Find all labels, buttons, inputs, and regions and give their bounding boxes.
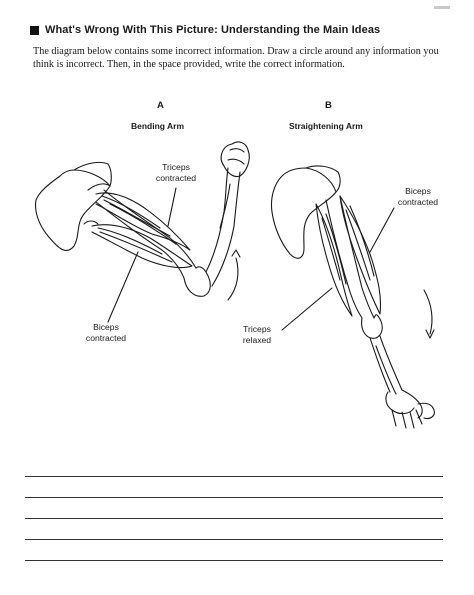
label-triceps-contracted: Triceps contracted <box>155 162 197 183</box>
section-title: What's Wrong With This Picture: Understa… <box>45 24 381 36</box>
panel-b-letter: B <box>325 100 332 111</box>
answer-line[interactable] <box>25 518 443 519</box>
bending-arm-illustration <box>34 141 250 301</box>
straightening-arm-illustration <box>270 165 435 429</box>
answer-line[interactable] <box>25 539 443 540</box>
section-header: What's Wrong With This Picture: Understa… <box>30 24 380 36</box>
triceps-leader-line <box>167 187 177 227</box>
panel-a-letter: A <box>157 100 164 111</box>
scan-mark <box>434 6 450 9</box>
instructions-text: The diagram below contains some incorrec… <box>33 46 439 70</box>
square-bullet-icon <box>30 25 39 35</box>
triceps-b-leader-line <box>281 287 333 331</box>
label-biceps-contracted-b: Biceps contracted <box>397 186 439 207</box>
answer-line[interactable] <box>25 497 443 498</box>
label-triceps-relaxed: Triceps relaxed <box>242 324 272 345</box>
answer-line[interactable] <box>25 560 443 561</box>
biceps-leader-line <box>107 251 139 323</box>
panel-b-title: Straightening Arm <box>289 121 363 131</box>
answer-line[interactable] <box>25 476 443 477</box>
label-biceps-contracted: Biceps contracted <box>85 322 127 343</box>
biceps-b-leader-line <box>369 207 395 253</box>
panel-a-title: Bending Arm <box>131 121 185 131</box>
